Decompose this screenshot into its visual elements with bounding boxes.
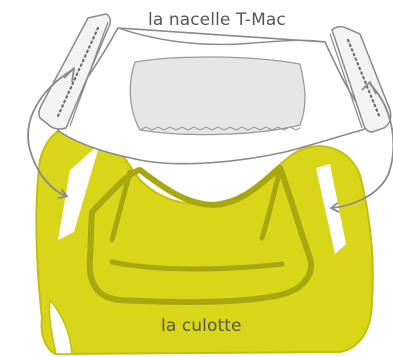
label-culotte: la culotte bbox=[161, 316, 242, 336]
nacelle bbox=[39, 14, 391, 164]
nacelle-inner-pad bbox=[130, 57, 305, 135]
label-nacelle: la nacelle T-Mac bbox=[148, 10, 286, 30]
